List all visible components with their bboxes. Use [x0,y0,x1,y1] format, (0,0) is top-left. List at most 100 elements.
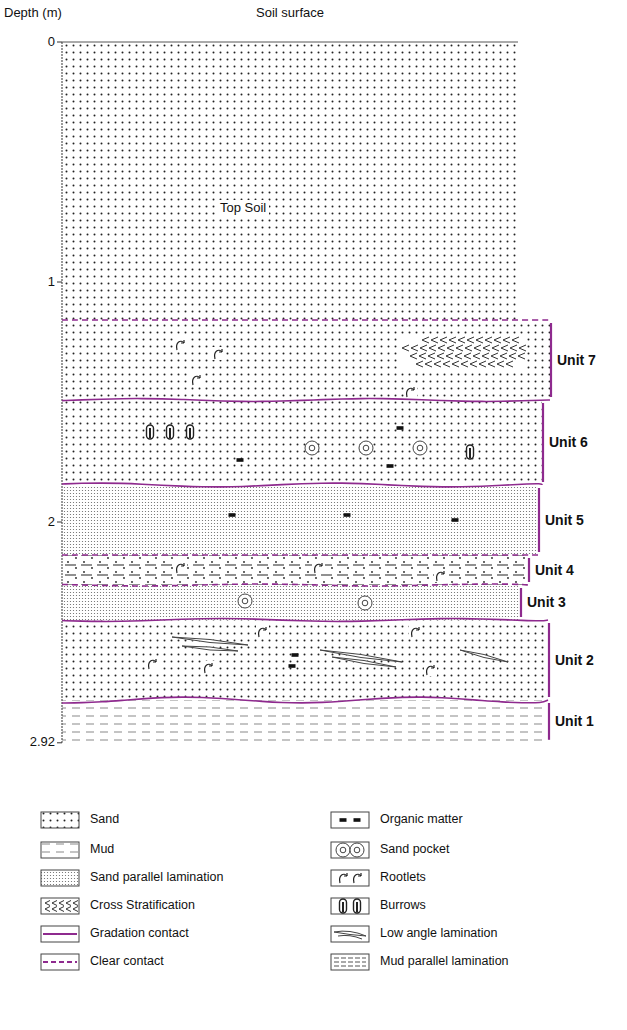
log-graphic [334,961,366,962]
rootlet-symbol [434,569,447,582]
log-graphic [431,337,438,343]
log-graphic [292,653,299,657]
unit-bracket [548,623,550,697]
log-graphic [256,625,269,638]
axis-tick [57,282,62,283]
log-graphic [420,345,427,351]
rootlet-symbol [174,561,187,574]
log-graphic [449,337,456,343]
log-graphic [358,596,372,610]
legend-swatch [40,868,80,888]
log-graphic [43,933,77,935]
axis-tick [57,42,62,43]
depth-axis [57,42,518,743]
log-graphic [146,657,159,670]
log-graphic [41,926,79,942]
log-graphic [181,563,184,566]
log-graphic [41,870,79,886]
log-graphic [411,387,414,390]
log-graphic [263,627,266,630]
log-graphic [331,926,369,942]
log-graphic [506,361,513,367]
log-graphic [479,361,486,367]
layer-symbols [146,334,526,676]
log-graphic [336,843,350,857]
sand-pocket-symbol [336,843,350,857]
log-graphic [416,361,423,367]
legend-swatch [330,896,370,916]
log-graphic [440,337,447,343]
log-graphic [402,345,409,351]
log-graphic [242,598,248,604]
log-graphic [461,361,468,367]
log-graphic [483,345,490,351]
rootlet-symbol [337,871,350,884]
organic-matter-symbol [237,458,244,462]
unit-label: Unit 6 [549,434,588,450]
log-graphic [452,518,459,522]
log-graphic [237,458,244,462]
log-graphic [73,901,78,906]
unit-label: Unit 3 [527,594,566,610]
log-graphic [190,373,203,386]
organic-matter-symbol [229,513,236,517]
log-graphic [52,907,57,912]
log-graphic [503,337,510,343]
legend-swatch [40,924,80,944]
gradation-contact [62,483,542,487]
log-graphic [512,337,519,343]
log-graphic [455,353,462,359]
log-graphic [167,425,174,439]
gradation-contact [62,399,550,402]
log-graphic [147,425,154,439]
unit-label: Unit 2 [555,652,594,668]
log-graphic [362,600,368,606]
unit-brackets [521,323,551,740]
log-graphic [61,42,62,743]
log-graphic [425,361,432,367]
gradation-contact [62,619,548,622]
organic-matter-symbol [289,664,296,668]
log-graphic [351,871,364,884]
log-graphic [43,961,77,963]
legend-swatch [40,952,80,972]
log-graphic [319,563,322,566]
burrow-symbol [354,899,361,913]
log-graphic [465,345,472,351]
depth-tick-label: 1 [48,275,55,290]
layer-fills [62,42,550,743]
log-graphic [354,899,361,913]
unit-bracket [542,403,544,482]
axis-tick [57,742,62,743]
layer-band [62,585,520,620]
log-graphic [45,901,50,906]
layer-band [62,485,538,555]
log-graphic [441,571,444,574]
log-graphic [41,842,79,858]
unit-layer-band: Unit 6 [62,400,590,485]
log-graphic [331,898,369,914]
log-graphic [340,847,346,853]
log-graphic [59,901,64,906]
layer-band [62,620,548,700]
log-graphic [350,843,364,857]
log-graphic [344,513,351,517]
log-graphic [340,818,347,822]
log-graphic [363,445,369,451]
legend-swatch [40,840,80,860]
legend-label: Sand pocket [380,842,450,856]
contacts [62,320,550,703]
legend-label: Mud [90,842,114,856]
soil-surface-line [62,42,518,43]
depth-tick-label: 2 [48,515,55,530]
log-graphic [181,340,184,343]
log-graphic [510,345,517,351]
rootlet-symbol [212,347,225,360]
log-graphic [340,899,347,913]
log-graphic [149,428,151,438]
sand-pocket-symbol [305,441,319,455]
legend-label: Rootlets [380,870,426,884]
low-angle-lamination [172,637,248,645]
